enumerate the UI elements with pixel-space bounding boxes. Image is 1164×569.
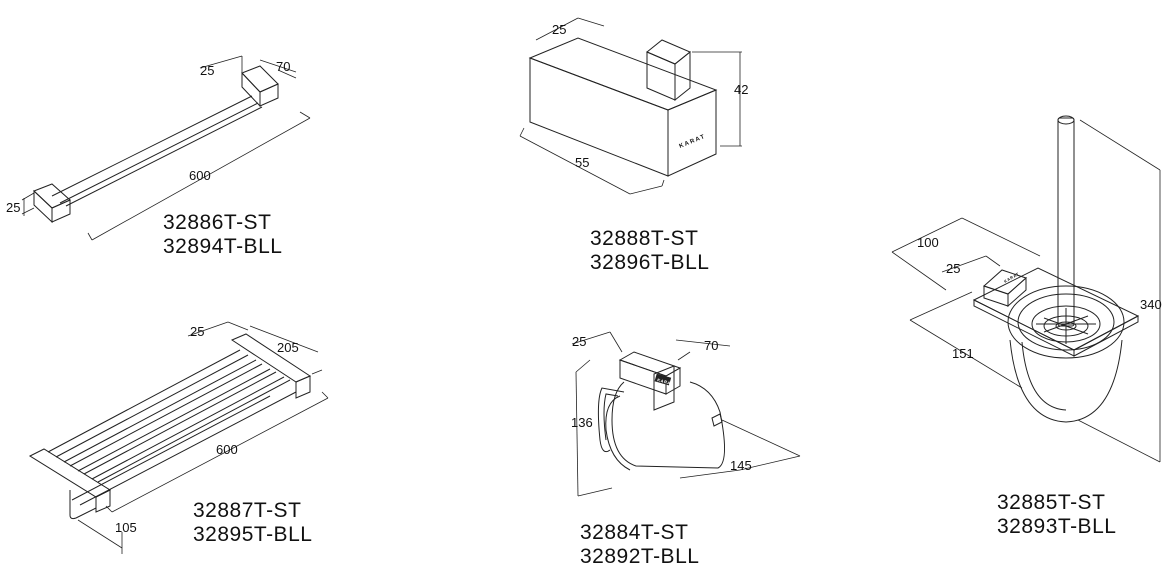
towel-shelf-code-bll: 32895T-BLL xyxy=(193,523,313,546)
toilet-brush-dim-projection: 151 xyxy=(952,346,974,361)
paper-holder-dim-width: 70 xyxy=(704,338,718,353)
paper-holder-dim-depth: 25 xyxy=(572,334,586,349)
towel-rail-dim-height: 25 xyxy=(6,200,20,215)
towel-rail-code-bll: 32894T-BLL xyxy=(163,235,283,258)
towel-rail-dim-length: 600 xyxy=(189,168,211,183)
hook-code-bll: 32896T-BLL xyxy=(590,251,710,274)
hook-knob-top xyxy=(647,40,690,64)
towel-rail-dim-depth: 25 xyxy=(200,63,214,78)
towel-shelf-dim-length: 600 xyxy=(216,442,238,457)
paper-holder-code-bll: 32892T-BLL xyxy=(580,545,700,568)
toilet-brush-cup-rim xyxy=(1008,286,1124,358)
toilet-brush-cup xyxy=(1010,340,1122,422)
towel-rail-drawing xyxy=(34,66,278,222)
paper-holder-dim-length: 145 xyxy=(730,458,752,473)
toilet-brush-tray xyxy=(974,268,1138,350)
toilet-brush-dimensions xyxy=(892,120,1160,462)
hook-code-st: 32888T-ST xyxy=(590,227,699,250)
hook-body-top xyxy=(530,38,716,110)
paper-holder-codes: 32884T-ST 32892T-BLL xyxy=(580,521,699,569)
towel-rail-dimensions xyxy=(22,56,310,240)
towel-shelf-code-st: 32887T-ST xyxy=(193,499,302,522)
paper-holder-drawing xyxy=(598,352,724,470)
hook-dimensions xyxy=(520,18,742,194)
paper-holder-dim-height: 136 xyxy=(571,415,593,430)
paper-holder-dimensions xyxy=(572,332,800,496)
towel-shelf-drawing xyxy=(30,334,310,519)
hook-dim-width: 55 xyxy=(575,155,589,170)
towel-shelf-dimensions xyxy=(78,322,328,554)
hook-dim-height: 42 xyxy=(734,82,748,97)
hook-knob-front xyxy=(647,52,675,100)
towel-rail-code-st: 32886T-ST xyxy=(163,211,272,234)
towel-rail-codes: 32886T-ST 32894T-BLL xyxy=(163,211,282,259)
hook-codes: 32888T-ST 32896T-BLL xyxy=(590,227,709,275)
toilet-brush-dim-height: 340 xyxy=(1140,297,1162,312)
towel-shelf-bracket-left xyxy=(30,449,110,497)
paper-holder-mount-top xyxy=(620,352,680,376)
hook-dim-depth: 25 xyxy=(552,22,566,37)
toilet-brush-dim-width: 100 xyxy=(917,235,939,250)
towel-shelf-dim-projection: 105 xyxy=(115,520,137,535)
paper-holder-arm xyxy=(598,388,624,452)
toilet-brush-codes: 32885T-ST 32893T-BLL xyxy=(997,491,1116,539)
hook-knob-side xyxy=(675,52,690,100)
toilet-brush-code-st: 32885T-ST xyxy=(997,491,1106,514)
toilet-brush-drawing xyxy=(974,116,1138,422)
towel-shelf-dim-depth: 25 xyxy=(190,324,204,339)
towel-rail-dim-mount-width: 70 xyxy=(276,59,290,74)
paper-holder-brand-logo: KARAT xyxy=(657,377,674,386)
hook-brand-logo: KARAT xyxy=(679,134,707,150)
paper-holder-code-st: 32884T-ST xyxy=(580,521,689,544)
toilet-brush-code-bll: 32893T-BLL xyxy=(997,515,1117,538)
paper-holder-cover xyxy=(612,382,725,468)
hook-drawing xyxy=(530,38,716,176)
towel-shelf-hanger xyxy=(70,490,96,519)
hook-body-side xyxy=(668,90,716,176)
towel-shelf-codes: 32887T-ST 32895T-BLL xyxy=(193,499,312,547)
toilet-brush-handle xyxy=(1058,118,1074,326)
towel-shelf-dim-mount-width: 205 xyxy=(277,340,299,355)
toilet-brush-dim-depth: 25 xyxy=(946,261,960,276)
